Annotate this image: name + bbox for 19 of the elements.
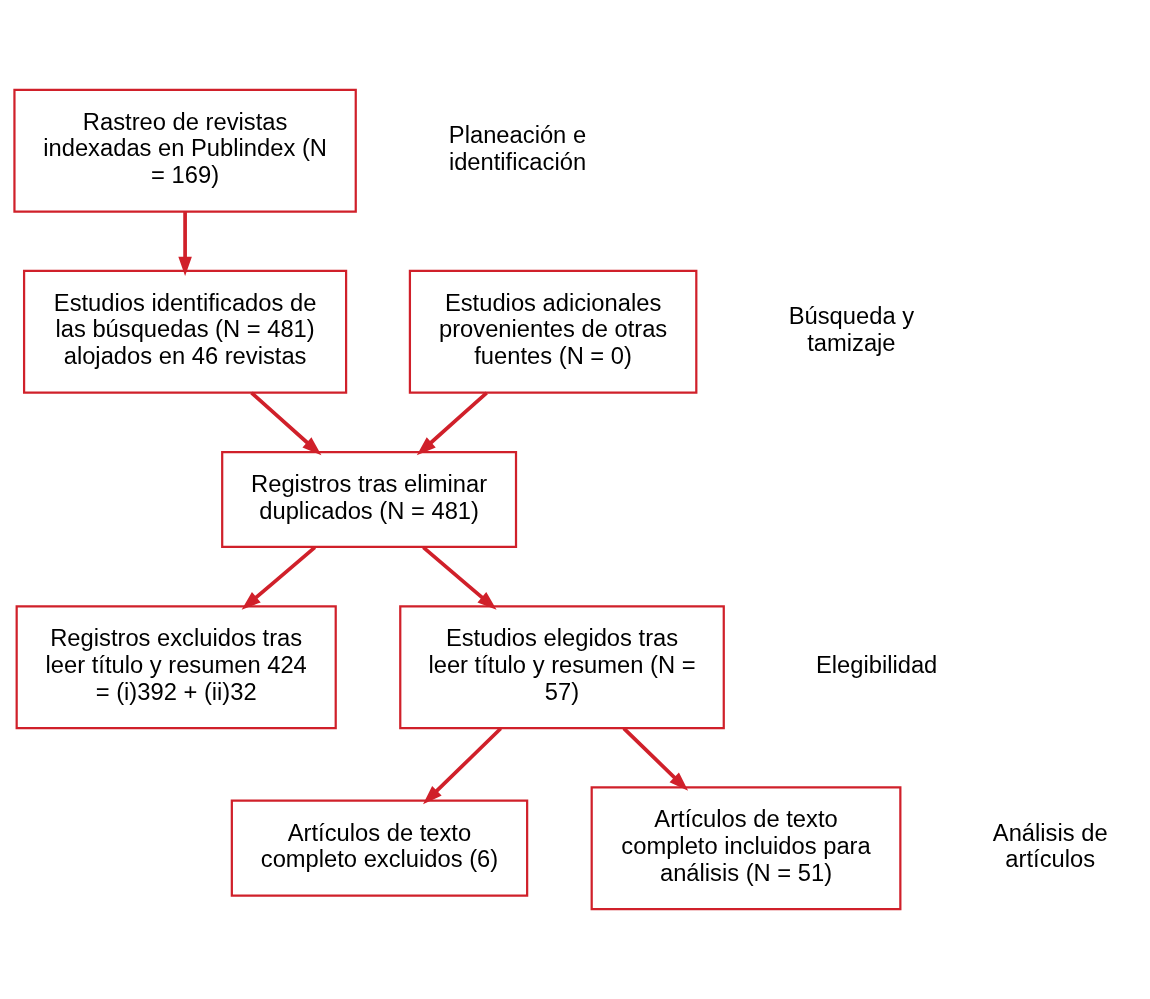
node-box: Artículos de texto completo incluidos para análisis (N = 51)	[590, 786, 902, 911]
label: Elegibilidad	[815, 651, 938, 678]
label: Planeación e identificación	[448, 122, 587, 175]
arrow	[622, 727, 689, 791]
arrow	[422, 545, 497, 610]
label: Búsqueda y tamizaje	[788, 303, 915, 356]
arrow	[241, 545, 317, 610]
node-box: Estudios identificados de las búsquedas (N = 481) alojados en 46 revistas	[22, 269, 348, 394]
node-box: Estudios elegidos tras leer título y resumen (N = 57)	[399, 605, 725, 730]
node-box: Estudios adicionales provenientes de otras fuentes (N = 0)	[408, 269, 698, 394]
arrow	[423, 727, 503, 805]
node-box: Registros excluidos tras leer título y resumen 424 = (i)392 + (ii)32	[15, 605, 337, 730]
node-box: Rastreo de revistas indexadas en Publindex (N = 169)	[13, 88, 357, 213]
arrow	[250, 391, 322, 456]
arrow	[416, 391, 488, 456]
label: Análisis de artículos	[992, 819, 1108, 873]
node-box: Artículos de texto completo excluidos (6)	[230, 799, 529, 897]
arrow	[178, 212, 192, 276]
node-box: Registros tras eliminar duplicados (N = 481)	[221, 450, 518, 549]
